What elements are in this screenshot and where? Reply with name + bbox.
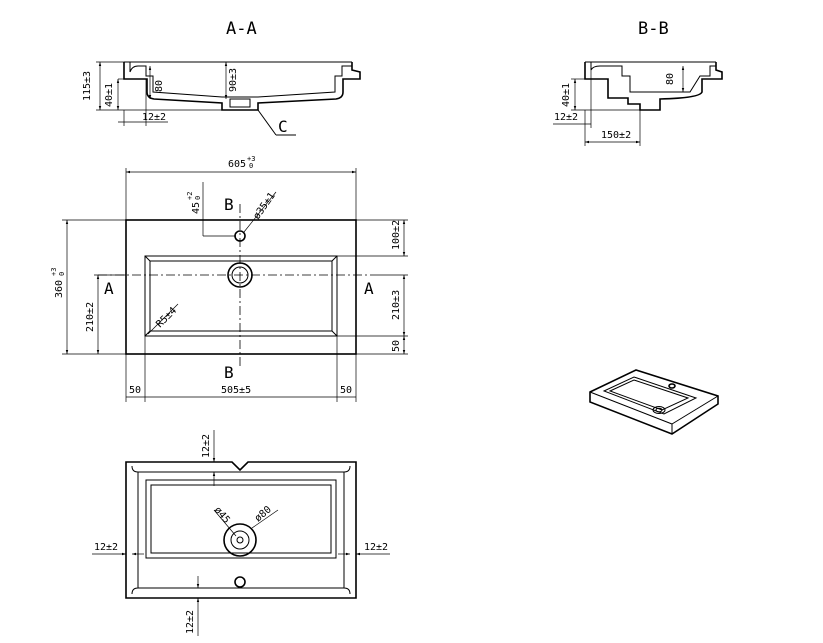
isometric-view xyxy=(589,369,719,435)
bb-offset: 150±2 xyxy=(601,130,631,141)
label-a-left: A xyxy=(104,279,114,298)
top-depth-tol-lower: 0 xyxy=(58,272,66,276)
top-width-tol-upper: +3 xyxy=(247,155,255,163)
bottom-right-offset: 12±2 xyxy=(364,542,388,553)
aa-bowl-depth: 80 xyxy=(154,80,165,92)
top-left-rim: 50 xyxy=(129,385,141,396)
bottom-drain-outer-dia: ø80 xyxy=(253,504,274,524)
top-corner-radius: R5±4 xyxy=(154,305,179,330)
top-width-tol-lower: 0 xyxy=(249,162,253,170)
aa-rim-width: 12±2 xyxy=(142,112,166,123)
aa-rim-height: 40±1 xyxy=(104,83,115,107)
bottom-drain-inner-dia: ø45 xyxy=(212,505,232,526)
bottom-tap-hole xyxy=(234,576,246,588)
aa-detail-label: C xyxy=(278,117,288,136)
section-aa: A-A 115±3 40±1 80 90±3 12±2 C xyxy=(82,19,361,136)
bottom-drain-outer xyxy=(223,523,257,557)
top-drain-left: 210±2 xyxy=(85,302,96,332)
top-depth-tol-upper: +3 xyxy=(50,268,58,276)
label-a-right: A xyxy=(364,279,374,298)
top-bowl-width: 505±5 xyxy=(221,385,251,396)
label-b-bottom: B xyxy=(224,363,234,382)
top-drain-from-front: 210±3 xyxy=(391,290,402,320)
section-aa-title: A-A xyxy=(226,19,257,39)
top-tap-offset: 45 xyxy=(191,202,202,214)
top-tap-tol-upper: +2 xyxy=(186,192,194,200)
label-b-top: B xyxy=(224,195,234,214)
bottom-top-offset: 12±2 xyxy=(201,434,212,458)
top-view: 605 +3 0 360 +3 0 45 +2 0 ø35±1 B B A A … xyxy=(50,155,408,402)
drain-outer-ring xyxy=(227,262,253,288)
drain-inner-ring xyxy=(231,266,249,284)
iso-drain xyxy=(652,406,666,414)
bottom-drain-inner xyxy=(230,530,250,550)
top-depth: 360 xyxy=(54,280,65,298)
top-tap-hole-dia: ø35±1 xyxy=(251,191,277,222)
section-bb-title: B-B xyxy=(638,19,669,39)
bb-rim-width: 12±2 xyxy=(554,112,578,123)
section-bb: B-B 40±1 80 12±2 150±2 xyxy=(553,19,723,146)
bb-bowl-depth: 80 xyxy=(665,73,676,85)
top-back-rim: 100±2 xyxy=(391,220,402,250)
top-tap-tol-lower: 0 xyxy=(194,196,202,200)
top-width: 605 xyxy=(228,159,246,170)
bottom-drain-core xyxy=(236,536,244,544)
bb-rim-height: 40±1 xyxy=(561,83,572,107)
aa-drain-depth: 90±3 xyxy=(228,68,239,92)
aa-total-height: 115±3 xyxy=(82,71,93,101)
bottom-left-offset: 12±2 xyxy=(94,542,118,553)
iso-tap-hole xyxy=(668,383,676,389)
bottom-view: 12±2 12±2 12±2 12±2 ø45 ø80 xyxy=(92,430,390,636)
top-right-rim: 50 xyxy=(340,385,352,396)
bottom-bottom-offset: 12±2 xyxy=(185,610,196,634)
top-front-rim: 50 xyxy=(391,340,402,352)
